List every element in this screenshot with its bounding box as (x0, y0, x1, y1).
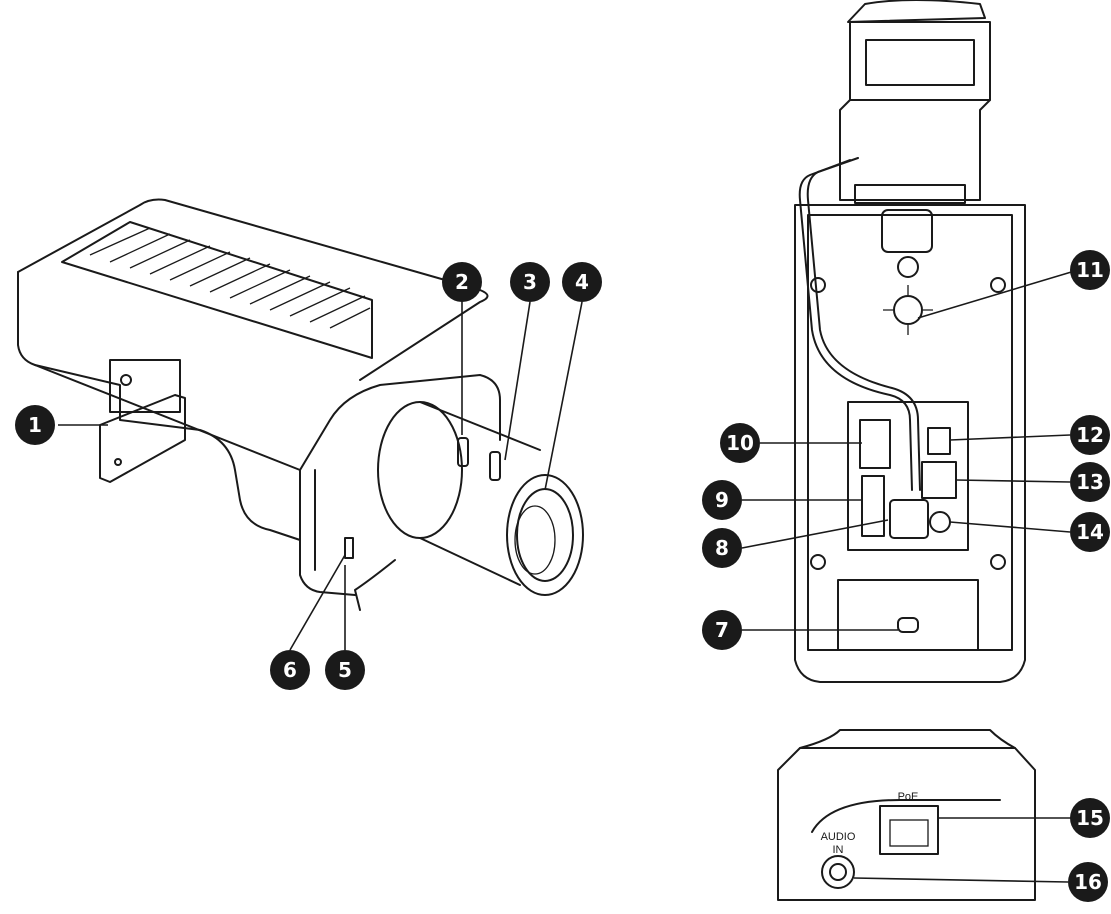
callout-7: 7 (702, 610, 742, 650)
cover (837, 579, 979, 651)
callout-number: 1 (28, 413, 42, 437)
callout-number: 13 (1076, 470, 1104, 494)
audio-connector (929, 511, 951, 533)
connector-panel (847, 401, 969, 551)
audio-in-label-line1: AUDIO (821, 831, 856, 843)
audio-in-label-line2: IN (833, 844, 844, 856)
camera-side-view (17, 198, 584, 611)
callout-badge (1070, 512, 1110, 552)
cover-screw (897, 617, 919, 633)
callout-number: 2 (455, 270, 469, 294)
callout-14: 14 (1070, 512, 1110, 552)
poe-port (879, 805, 939, 855)
callout-11: 11 (1070, 250, 1110, 290)
status-led (344, 537, 354, 559)
callout-10: 10 (720, 423, 760, 463)
callout-number: 10 (726, 431, 754, 455)
callout-15: 15 (1070, 798, 1110, 838)
callout-badge (1070, 415, 1110, 455)
callout-badge (702, 528, 742, 568)
audio-in-jack (821, 855, 855, 889)
callout-number: 3 (523, 270, 537, 294)
callout-number: 15 (1076, 806, 1104, 830)
callout-number: 11 (1076, 258, 1104, 282)
callout-number: 7 (715, 618, 729, 642)
callout-number: 4 (575, 270, 589, 294)
callout-number: 9 (715, 488, 729, 512)
callout-6: 6 (270, 650, 310, 690)
relay-connector (859, 419, 891, 469)
callout-number: 8 (715, 536, 729, 560)
callout-badge (702, 610, 742, 650)
network-connector (921, 461, 957, 499)
callout-badge (510, 262, 550, 302)
callout-badge (562, 262, 602, 302)
lens-connector (889, 499, 929, 539)
callout-badge (1070, 462, 1110, 502)
callout-number: 16 (1074, 870, 1102, 894)
callout-2: 2 (442, 262, 482, 302)
lens-cable (798, 159, 913, 491)
io-connector (861, 475, 885, 537)
varifocal-lens (377, 401, 584, 596)
callout-badge (1068, 862, 1108, 902)
callout-badge (325, 650, 365, 690)
callout-number: 12 (1076, 423, 1104, 447)
callout-badge (1070, 798, 1110, 838)
callout-8: 8 (702, 528, 742, 568)
sd-card-door (99, 359, 186, 483)
callout-1: 1 (15, 405, 55, 445)
callout-badge (442, 262, 482, 302)
callout-3: 3 (510, 262, 550, 302)
callout-4: 4 (562, 262, 602, 302)
callout-badge (720, 423, 760, 463)
callout-13: 13 (1070, 462, 1110, 502)
lens-cable (354, 559, 396, 611)
leader-lines (58, 269, 1079, 883)
callout-5: 5 (325, 650, 365, 690)
callout-badge (15, 405, 55, 445)
callout-badge (702, 480, 742, 520)
power-connector (927, 427, 951, 455)
callout-badge (1070, 250, 1110, 290)
callout-badge (270, 650, 310, 690)
callout-9: 9 (702, 480, 742, 520)
callout-number: 5 (338, 658, 352, 682)
callout-number: 14 (1076, 520, 1104, 544)
camera-rear-view (794, 0, 1026, 683)
poe-label: PoE (898, 791, 919, 803)
callout-12: 12 (1070, 415, 1110, 455)
vent-grille (61, 221, 373, 359)
camera-bottom-view: PoE AUDIO IN (777, 729, 1036, 901)
callout-16: 16 (1068, 862, 1108, 902)
callout-number: 6 (283, 658, 297, 682)
